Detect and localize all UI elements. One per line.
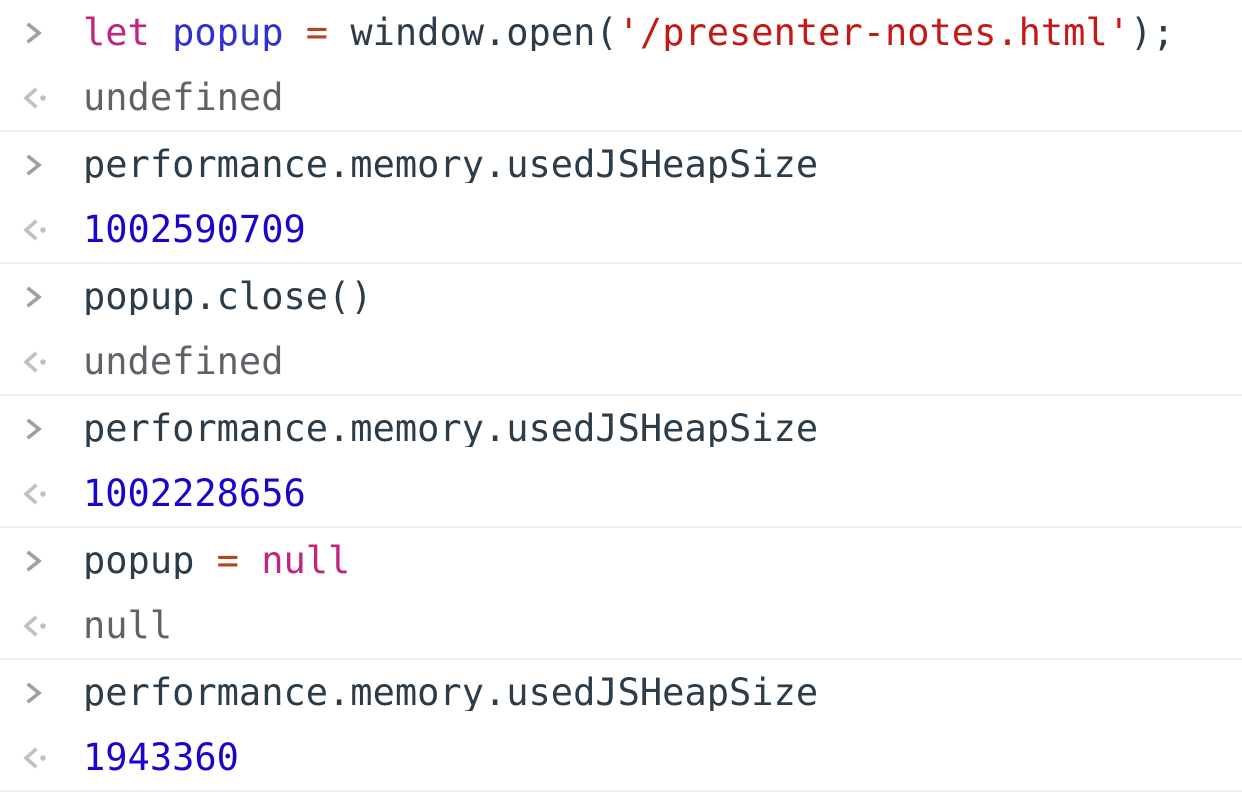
console-result-row[interactable]: 1002590709 — [0, 197, 1242, 262]
console-input-text: performance.memory.usedJSHeapSize — [62, 410, 818, 447]
code-token: popup — [172, 14, 284, 51]
console-input-text: popup.close() — [62, 278, 373, 315]
console-result-row[interactable]: undefined — [0, 329, 1242, 394]
console-input-row[interactable]: performance.memory.usedJSHeapSize — [0, 396, 1242, 461]
console-entry: popup.close() undefined — [0, 264, 1242, 396]
chevron-right-icon — [22, 660, 62, 725]
console-entry: performance.memory.usedJSHeapSize 1002228… — [0, 396, 1242, 528]
chevron-right-icon — [22, 0, 62, 65]
console-entry: performance.memory.usedJSHeapSize 1002590… — [0, 132, 1242, 264]
console-result-row[interactable]: undefined — [0, 65, 1242, 130]
console-input-text: let popup = window.open('/presenter-note… — [62, 14, 1175, 51]
code-token: null — [261, 542, 351, 579]
console-result-row[interactable]: 1943360 — [0, 725, 1242, 790]
chevron-right-icon — [22, 396, 62, 461]
chevron-left-dot-icon — [22, 461, 62, 526]
console-result-value: undefined — [83, 343, 284, 380]
console-input-row[interactable]: performance.memory.usedJSHeapSize — [0, 660, 1242, 725]
code-token: performance.memory.usedJSHeapSize — [83, 146, 819, 183]
code-token: '/presenter-notes.html' — [617, 14, 1131, 51]
console-result-value: null — [83, 607, 173, 644]
code-token: performance.memory.usedJSHeapSize — [83, 410, 819, 447]
code-token — [284, 14, 306, 51]
chevron-left-dot-icon — [22, 329, 62, 394]
console-input-text: performance.memory.usedJSHeapSize — [62, 674, 818, 711]
chevron-left-dot-icon — [22, 197, 62, 262]
chevron-right-icon — [22, 132, 62, 197]
console-input-text: performance.memory.usedJSHeapSize — [62, 146, 818, 183]
chevron-right-icon — [22, 264, 62, 329]
chevron-left-dot-icon — [22, 725, 62, 790]
console-entry: let popup = window.open('/presenter-note… — [0, 0, 1242, 132]
code-token — [150, 14, 172, 51]
console-result-value: 1002590709 — [83, 211, 306, 248]
console-input-row[interactable]: let popup = window.open('/presenter-note… — [0, 0, 1242, 65]
console-input-text: popup = null — [62, 542, 350, 579]
console-result-value: 1943360 — [83, 739, 239, 776]
code-token — [328, 14, 350, 51]
code-token — [194, 542, 216, 579]
code-token: popup — [83, 542, 195, 579]
code-token: performance.memory.usedJSHeapSize — [83, 674, 819, 711]
console-result-value: 1002228656 — [83, 475, 306, 512]
console-result-row[interactable]: 1002228656 — [0, 461, 1242, 526]
code-token: window.open( — [350, 14, 618, 51]
chevron-left-dot-icon — [22, 593, 62, 658]
code-token: popup.close() — [83, 278, 373, 315]
console-input-row[interactable]: popup.close() — [0, 264, 1242, 329]
code-token: = — [305, 14, 329, 51]
console-result-row[interactable]: null — [0, 593, 1242, 658]
code-token: ); — [1130, 14, 1175, 51]
chevron-left-dot-icon — [22, 65, 62, 130]
console-input-row[interactable]: popup = null — [0, 528, 1242, 593]
console-result-value: undefined — [83, 79, 284, 116]
code-token: = — [216, 542, 239, 579]
console-input-row[interactable]: performance.memory.usedJSHeapSize — [0, 132, 1242, 197]
console-entry: performance.memory.usedJSHeapSize 1943360 — [0, 660, 1242, 792]
chevron-right-icon — [22, 528, 62, 593]
code-token: let — [83, 14, 150, 51]
code-token — [239, 542, 261, 579]
